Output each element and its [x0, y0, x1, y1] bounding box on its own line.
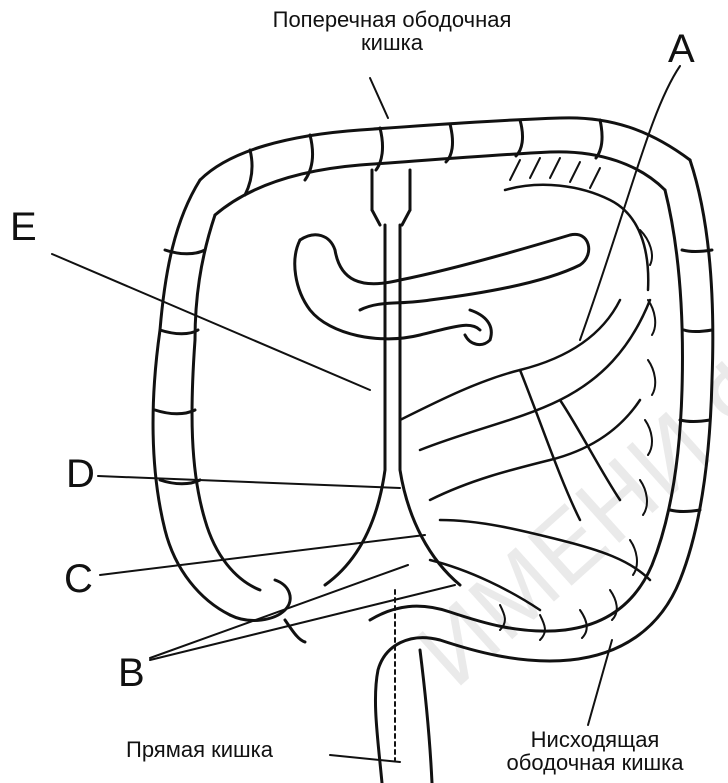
ascending-colon — [153, 180, 305, 642]
label-A: A — [668, 28, 695, 70]
aorta — [325, 170, 460, 585]
pancreas — [295, 234, 589, 344]
leader-A — [580, 66, 680, 340]
label-C: C — [64, 558, 93, 600]
transverse-colon-label: Поперечная ободочная кишка — [222, 8, 562, 54]
label-D: D — [66, 453, 95, 495]
label-E: E — [10, 206, 37, 248]
rectum-label: Прямая кишка — [126, 738, 273, 761]
leader-rectum — [330, 755, 400, 762]
transverse-colon — [200, 118, 690, 215]
leader-C — [100, 535, 425, 575]
descending-colon-label: Нисходящая ободочная кишка — [470, 728, 720, 774]
leader-D — [98, 476, 400, 488]
label-B: B — [118, 652, 145, 694]
leader-top — [370, 78, 388, 118]
